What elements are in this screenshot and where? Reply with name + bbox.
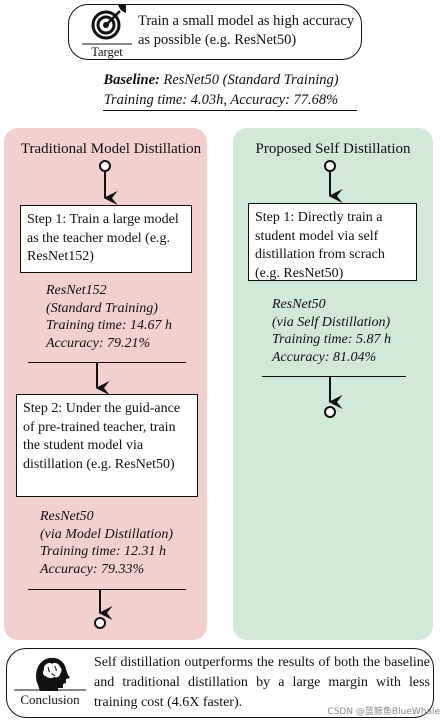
target-text: Train a small model as high accuracy as … bbox=[138, 13, 355, 48]
result-line: Training time: 5.87 h bbox=[272, 332, 392, 347]
result-line: (Standard Training) bbox=[46, 300, 158, 316]
baseline-underline bbox=[103, 110, 357, 111]
conclusion-label: Conclusion bbox=[20, 692, 80, 707]
watermark: CSDN @蓝鲸鱼BlueWhale bbox=[327, 707, 440, 717]
result-line: (via Self Distillation) bbox=[272, 314, 391, 330]
baseline-label: Baseline: bbox=[103, 72, 160, 88]
result-line: ResNet50 bbox=[40, 509, 94, 524]
result-line: ResNet152 bbox=[46, 283, 107, 298]
baseline-model: ResNet50 (Standard Training) bbox=[159, 72, 339, 88]
traditional-divider-1 bbox=[28, 362, 186, 363]
proposed-step1-box: Step 1: Directly train a student model v… bbox=[248, 203, 417, 281]
result-line: ResNet50 bbox=[272, 297, 326, 312]
result-line: (via Model Distillation) bbox=[40, 526, 173, 542]
conclusion-box bbox=[6, 648, 434, 718]
proposed-title: Proposed Self Distillation bbox=[255, 141, 411, 157]
proposed-result1: ResNet50 (via Self Distillation) Trainin… bbox=[272, 296, 432, 366]
target-label: Target bbox=[91, 45, 123, 59]
traditional-result1: ResNet152 (Standard Training) Training t… bbox=[46, 282, 206, 352]
conclusion-text: Self distillation outperforms the result… bbox=[94, 655, 430, 710]
proposed-divider-1 bbox=[262, 376, 406, 377]
traditional-step2-box: Step 2: Under the guid-ance of pre-train… bbox=[16, 394, 198, 497]
result-line: Training time: 12.31 h bbox=[40, 544, 167, 559]
traditional-result2: ResNet50 (via Model Distillation) Traini… bbox=[40, 508, 206, 578]
result-line: Accuracy: 79.21% bbox=[46, 335, 151, 351]
target-box bbox=[68, 4, 362, 60]
traditional-title: Traditional Model Distillation bbox=[20, 141, 202, 157]
traditional-divider-2 bbox=[28, 589, 186, 590]
result-line: Accuracy: 79.33% bbox=[40, 561, 145, 577]
baseline-line: Baseline: ResNet50 (Standard Training) bbox=[0, 72, 442, 89]
baseline-stats: Training time: 4.03h, Accuracy: 77.68% bbox=[103, 92, 339, 108]
result-line: Accuracy: 81.04% bbox=[272, 349, 377, 365]
result-line: Training time: 14.67 h bbox=[46, 318, 173, 333]
traditional-step1-box: Step 1: Train a large model as the teach… bbox=[20, 205, 192, 273]
